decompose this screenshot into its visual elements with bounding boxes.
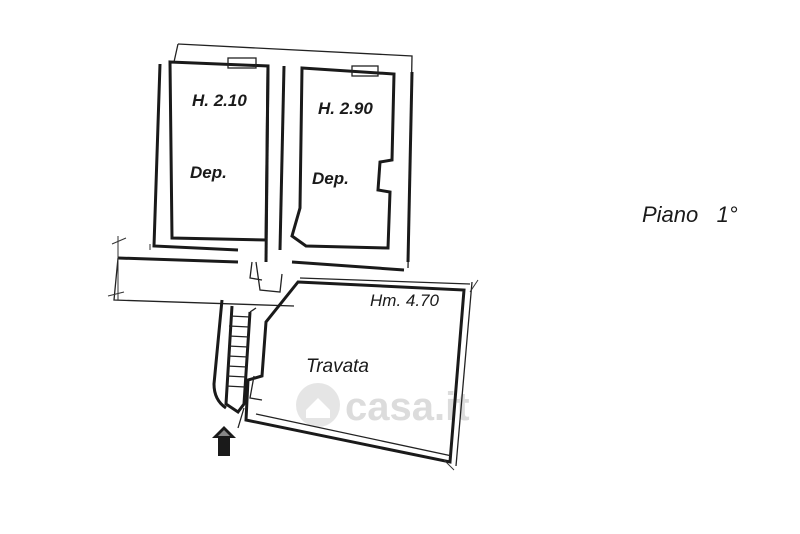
room-1-use-label: Dep. (190, 163, 227, 182)
room-3-use-label: Travata (306, 356, 369, 377)
room-2-height-label: H. 2.90 (318, 99, 373, 118)
room-2-use-label: Dep. (312, 169, 349, 188)
floor-label: Piano 1° (642, 202, 738, 227)
watermark: casa.it (296, 383, 470, 429)
entrance-arrow-icon (212, 426, 236, 456)
travata-room-walls (237, 277, 479, 471)
dimension-lines (107, 236, 151, 300)
room-3-height-label: Hm. 4.70 (370, 291, 440, 310)
upper-block-walls (113, 43, 414, 307)
room-1-height-label: H. 2.10 (192, 91, 247, 110)
staircase (212, 299, 257, 415)
watermark-text: casa.it (345, 385, 470, 429)
